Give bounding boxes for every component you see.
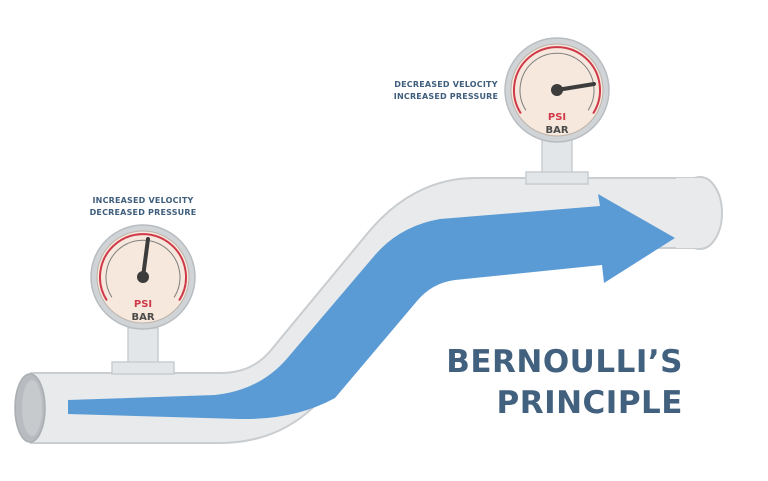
gauge-scale	[513, 46, 601, 115]
gauge-left-caption-line2: DECREASED PRESSURE	[90, 208, 197, 217]
pressure-gauge-left: PSI BAR	[90, 224, 196, 375]
pressure-gauge-right: PSI BAR	[504, 37, 610, 185]
gauge-unit-psi: PSI	[134, 299, 152, 310]
title-line-1: BERNOULLI’S	[446, 344, 683, 380]
gauge-unit-psi: PSI	[548, 112, 566, 123]
gauge-needle	[141, 237, 150, 279]
gauge-scale	[99, 233, 187, 302]
gauge-needle	[555, 82, 596, 92]
gauge-left-caption-line1: INCREASED VELOCITY	[93, 196, 194, 205]
gauge-base	[111, 361, 175, 375]
flow-arrow-icon	[68, 194, 675, 420]
gauge-hub	[551, 84, 563, 96]
gauge-unit-bar: BAR	[131, 312, 154, 323]
gauge-right-caption-line1: DECREASED VELOCITY	[394, 80, 497, 89]
gauge-right-caption-line2: INCREASED PRESSURE	[394, 92, 498, 101]
title-line-2: PRINCIPLE	[496, 385, 683, 421]
gauge-hub	[137, 271, 149, 283]
gauge-base	[525, 171, 589, 185]
gauge-unit-bar: BAR	[545, 125, 568, 136]
